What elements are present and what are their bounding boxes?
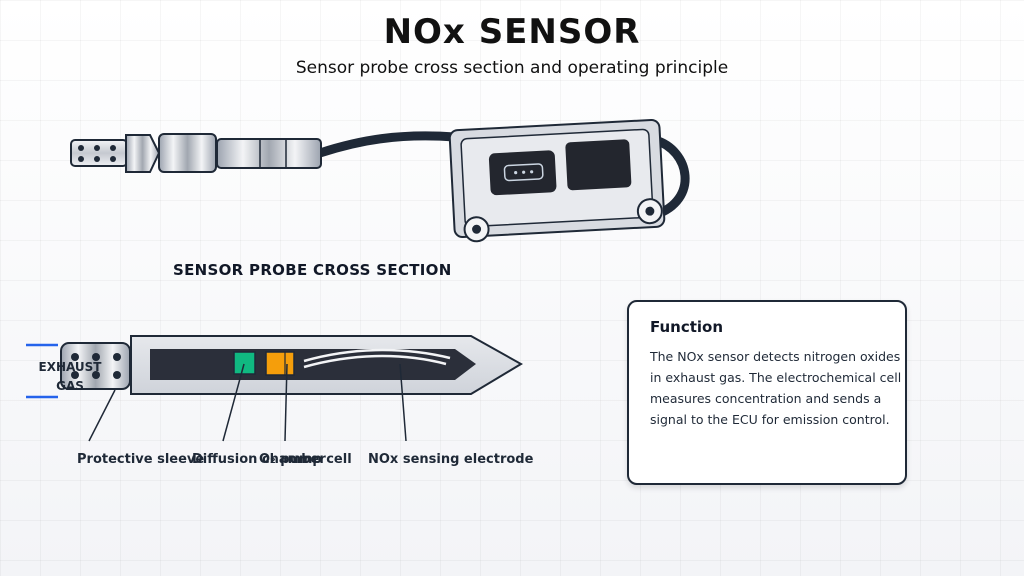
diffusion-chamber — [233, 351, 256, 375]
leader-protective-sleeve — [88, 389, 116, 442]
label-nox-sensing-electrode: NOx sensing electrode — [368, 452, 534, 467]
page-title: NOx SENSOR — [383, 12, 641, 52]
sensor-assembly — [70, 118, 690, 243]
exhaust-gas-label: EXHAUST GAS — [38, 360, 102, 393]
control-unit-window — [565, 139, 632, 191]
leader-nox-electrode — [399, 363, 407, 442]
page-subtitle: Sensor probe cross section and operating… — [295, 58, 729, 78]
leader-diffusion-chamber — [222, 363, 245, 442]
protective-sleeve — [60, 342, 131, 390]
label-diffusion-chamber: Diffusion chamber — [192, 452, 326, 467]
sensor-hex-nut — [125, 134, 161, 173]
function-info-box: Function The NOx sensor detects nitrogen… — [627, 300, 907, 485]
control-unit — [448, 118, 666, 243]
sensor-body — [158, 133, 217, 173]
label-o2-pump-cell: O₂ pump cell — [259, 452, 352, 467]
leader-o2-pump-cell — [284, 363, 288, 442]
sensor-tip — [70, 139, 128, 167]
sensor-sleeve — [216, 138, 322, 169]
sensor-cable — [315, 131, 460, 158]
cross-section-heading: SENSOR PROBE CROSS SECTION — [173, 261, 452, 279]
label-protective-sleeve: Protective sleeve — [77, 452, 205, 467]
control-unit-cable-loop — [650, 135, 690, 220]
function-description: The NOx sensor detects nitrogen oxides i… — [650, 349, 902, 427]
nox-sensing-electrode — [303, 348, 451, 369]
probe-cross-section — [26, 335, 523, 442]
o2-pump-cell — [265, 351, 295, 376]
function-title: Function — [650, 318, 724, 336]
mount-hole-left — [463, 216, 490, 243]
mount-hole-right — [636, 198, 663, 225]
